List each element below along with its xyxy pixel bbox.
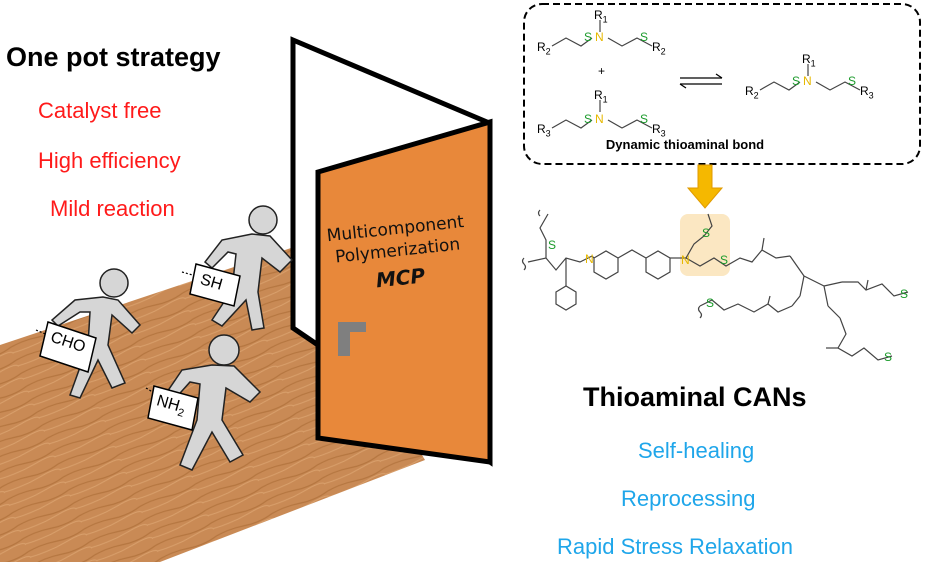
atom-n-1: N [595,30,604,44]
door-handle [338,328,350,356]
atom-s-2a: S [584,112,593,126]
network-atom-s-3: S [720,253,729,267]
point-mild-reaction: Mild reaction [50,196,175,221]
atom-s-2b: S [640,112,649,126]
point-rapid-stress-relaxation: Rapid Stress Relaxation [557,534,794,559]
polymer-network [521,209,909,361]
gold-arrow [686,164,724,209]
equilibrium-arrow [679,73,723,89]
network-atom-s-6: S [884,350,893,364]
atom-s-p2: S [848,74,857,88]
heading-one-pot-strategy: One pot strategy [6,42,221,72]
atom-n-p: N [803,74,812,88]
atom-r3-left: R3 [537,122,551,139]
point-high-efficiency: High efficiency [38,148,181,173]
tag-sh [181,263,241,307]
point-self-healing: Self-healing [638,438,755,463]
atom-r3-right: R3 [652,122,666,139]
atom-r1-2: R1 [594,88,608,105]
atom-r1-1: R1 [594,8,608,25]
atom-r2-right: R2 [652,40,666,57]
tag-cho [35,321,97,373]
network-atom-s-4: S [706,296,715,310]
atom-r3-product: R3 [860,84,874,101]
network-atom-s-2: S [702,226,711,240]
atom-s-1b: S [640,30,649,44]
molecule-product [759,64,861,91]
point-reprocessing: Reprocessing [621,486,756,511]
atom-s-1a: S [584,30,593,44]
running-figure-sh [203,205,294,331]
point-catalyst-free: Catalyst free [38,98,162,123]
network-atom-s-1: S [548,238,557,252]
atom-r2-left: R2 [537,40,551,57]
reaction-caption: Dynamic thioaminal bond [605,137,765,152]
orange-door [315,118,493,465]
atom-r1-product: R1 [802,52,816,69]
network-atom-s-5: S [900,287,909,301]
atom-n-2: N [595,112,604,126]
atom-r2-product: R2 [745,84,759,101]
molecule-r3 [551,100,653,129]
plus-sign: + [598,64,606,78]
network-atom-n-2: N [681,253,690,267]
atom-s-p1: S [792,74,801,88]
molecule-r2 [551,20,653,47]
heading-thioaminal-cans: Thioaminal CANs [583,382,807,412]
network-atom-n-1: N [585,252,594,266]
door-handle-bar [338,322,366,332]
tag-nh2 [145,385,199,431]
